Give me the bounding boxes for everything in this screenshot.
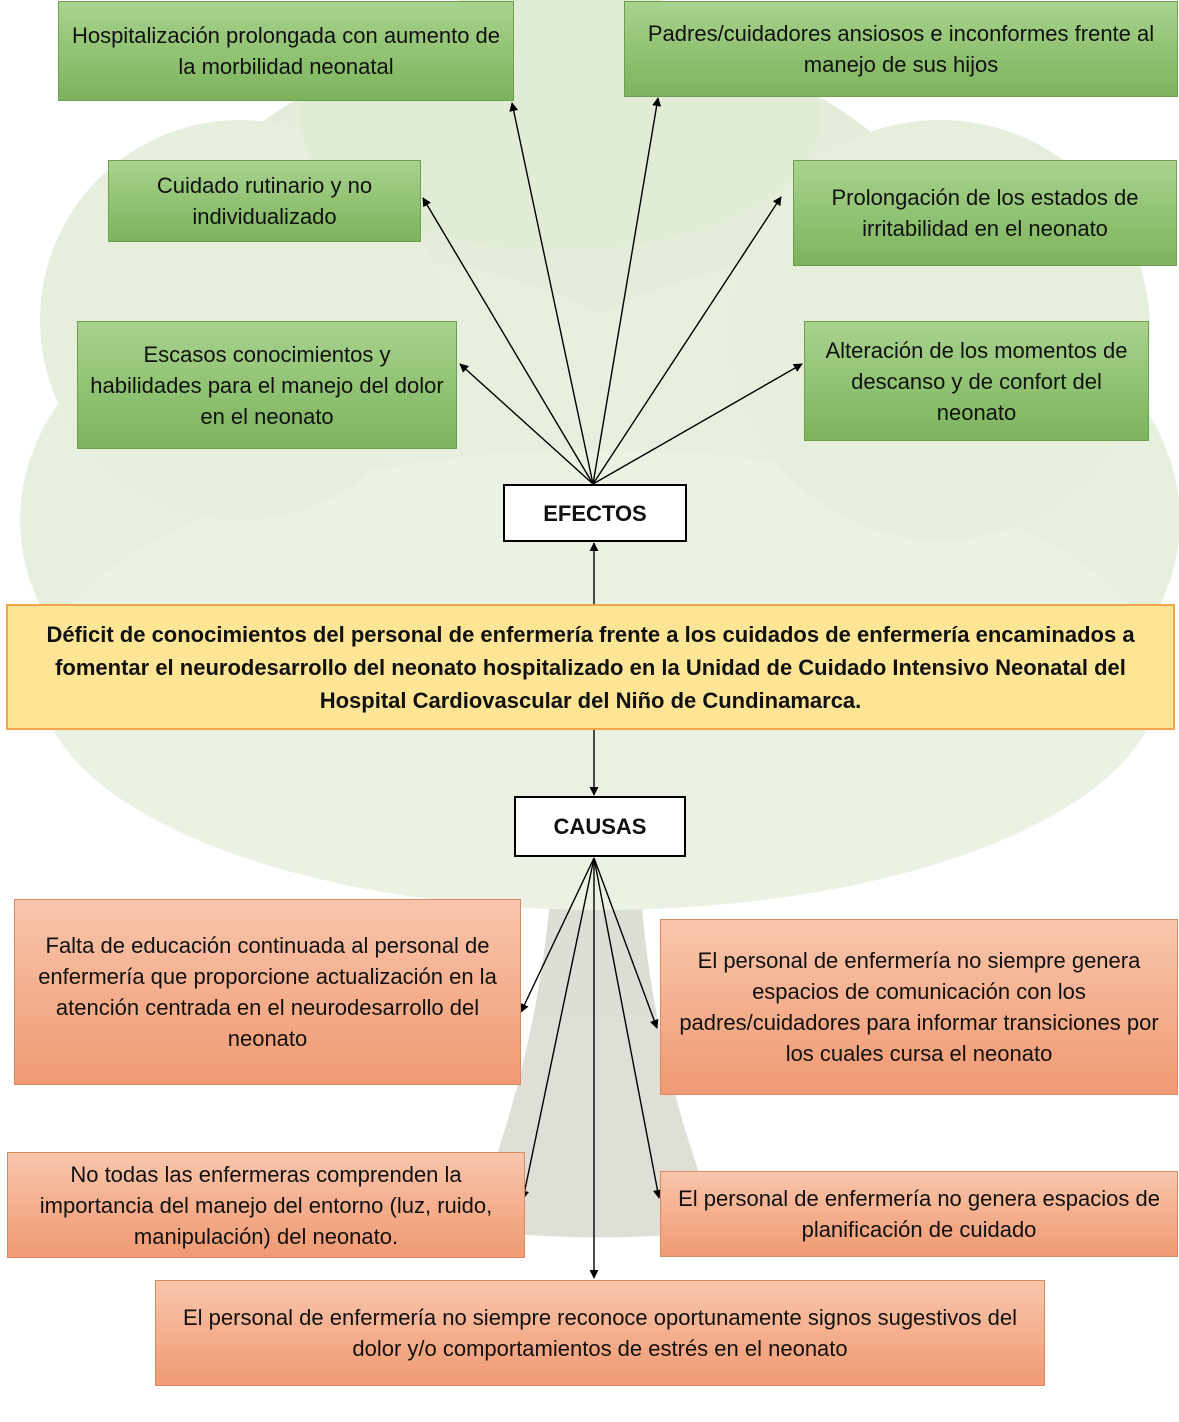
arrow-to-effect-4 xyxy=(592,196,782,485)
arrow-to-cause-4 xyxy=(593,857,662,1199)
cause-box-3: No todas las enfermeras comprenden la im… xyxy=(7,1152,525,1258)
arrow-to-effect-2 xyxy=(592,97,662,485)
cause-box-4: El personal de enfermería no genera espa… xyxy=(660,1171,1178,1257)
effect-box-1: Hospitalización prolongada con aumento d… xyxy=(58,1,514,101)
arrow-to-effect-6 xyxy=(592,363,803,485)
effect-box-3: Cuidado rutinario y no individualizado xyxy=(108,160,421,242)
arrow-to-effect-3 xyxy=(422,197,594,485)
efectos-label: EFECTOS xyxy=(503,484,687,542)
cause-box-5: El personal de enfermería no siempre rec… xyxy=(155,1280,1045,1386)
cause-box-1: Falta de educación continuada al persona… xyxy=(14,899,521,1085)
arrow-to-effect-5 xyxy=(459,363,594,485)
causas-label: CAUSAS xyxy=(514,796,686,857)
effect-box-2: Padres/cuidadores ansiosos e inconformes… xyxy=(624,1,1178,97)
arrow-to-cause-3 xyxy=(520,857,595,1200)
cause-box-2: El personal de enfermería no siempre gen… xyxy=(660,919,1178,1095)
effect-box-5: Escasos conocimientos y habilidades para… xyxy=(77,321,457,449)
tree-trunk xyxy=(470,720,720,1238)
effect-box-6: Alteración de los momentos de descanso y… xyxy=(804,321,1149,441)
central-problem-box: Déficit de conocimientos del personal de… xyxy=(6,604,1175,730)
effect-box-4: Prolongación de los estados de irritabil… xyxy=(793,160,1177,266)
arrow-to-cause-2 xyxy=(593,857,659,1029)
arrow-to-effect-1 xyxy=(509,102,594,485)
arrow-to-cause-1 xyxy=(520,857,595,1013)
